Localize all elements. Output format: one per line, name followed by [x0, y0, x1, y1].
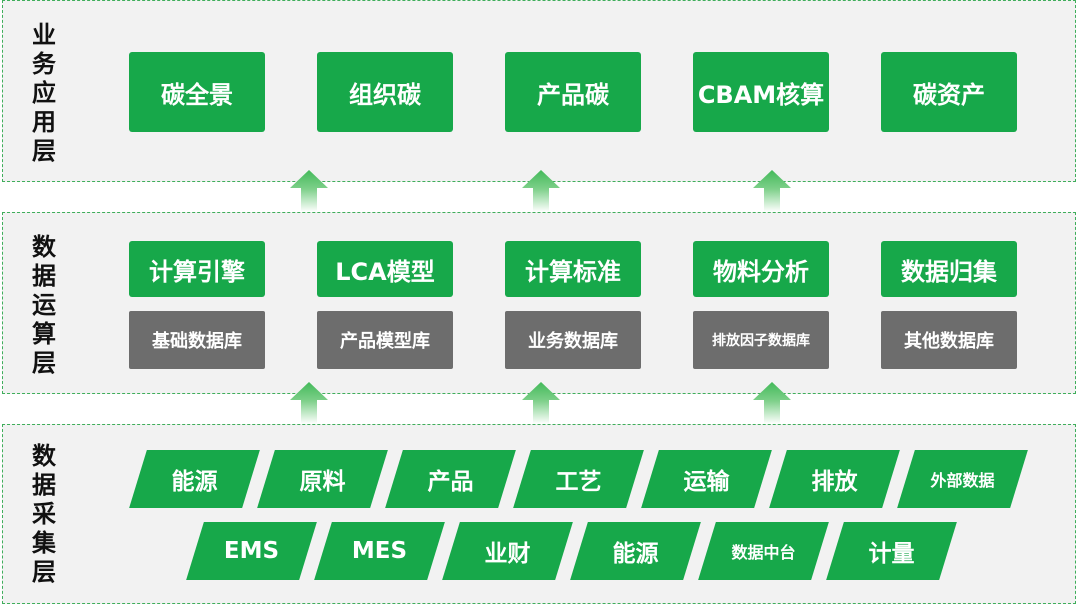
- layer-title-char: 采: [32, 500, 56, 528]
- db-box-business-database: 业务数据库: [505, 311, 641, 369]
- source-tag-emission: 排放: [769, 450, 900, 508]
- source-tag-label: 产品: [427, 469, 474, 495]
- source-tag-transport: 运输: [641, 450, 772, 508]
- app-box-carbon-overview: 碳全景: [129, 52, 265, 132]
- engine-box-data-aggregation: 数据归集: [881, 241, 1017, 297]
- system-tag-mes: MES: [314, 522, 445, 580]
- layer-title-char: 数: [32, 233, 56, 261]
- source-tag-label: 工艺: [555, 469, 602, 495]
- system-tag-energy: 能源: [570, 522, 701, 580]
- layer-title-char: 据: [32, 262, 56, 290]
- up-arrow-icon: [522, 170, 560, 212]
- source-tag-energy: 能源: [129, 450, 260, 508]
- source-tag-label: 能源: [171, 469, 218, 495]
- computation-layer: 数 据 运 算 层 计算引擎 LCA模型 计算标准 物料分析 数据归集 基础数据…: [2, 212, 1076, 394]
- layer-title-char: 应: [32, 79, 56, 107]
- layer-title-char: 算: [32, 320, 56, 348]
- app-box-organization-carbon: 组织碳: [317, 52, 453, 132]
- system-tag-label: 计量: [868, 541, 915, 567]
- system-tag-business-finance: 业财: [442, 522, 573, 580]
- layer-title-char: 用: [32, 108, 56, 136]
- computation-layer-title: 数 据 运 算 层: [29, 233, 59, 378]
- source-tag-process: 工艺: [513, 450, 644, 508]
- app-box-product-carbon: 产品碳: [505, 52, 641, 132]
- source-tag-external-data: 外部数据: [897, 450, 1028, 508]
- db-box-basic-database: 基础数据库: [129, 311, 265, 369]
- system-tag-metering: 计量: [826, 522, 957, 580]
- engine-box-calculation-engine: 计算引擎: [129, 241, 265, 297]
- source-tag-raw-material: 原料: [257, 450, 388, 508]
- source-tag-product: 产品: [385, 450, 516, 508]
- up-arrow-icon: [290, 170, 328, 212]
- up-arrow-icon: [290, 382, 328, 424]
- engine-box-material-analysis: 物料分析: [693, 241, 829, 297]
- system-tag-label: EMS: [223, 538, 280, 564]
- source-tag-label: 运输: [683, 469, 730, 495]
- layer-title-char: 集: [32, 529, 56, 557]
- system-tag-label: 业财: [484, 541, 531, 567]
- source-tag-label: 排放: [811, 469, 858, 495]
- layer-title-char: 层: [32, 137, 56, 165]
- layer-title-char: 据: [32, 471, 56, 499]
- layer-title-char: 务: [32, 50, 56, 78]
- layer-title-char: 业: [32, 21, 56, 49]
- collection-layer: 数 据 采 集 层 能源 原料 产品 工艺 运输 排放 外部数据 EMS MES…: [2, 424, 1076, 604]
- db-box-emission-factor-database: 排放因子数据库: [693, 311, 829, 369]
- application-layer-title: 业 务 应 用 层: [29, 21, 59, 166]
- layer-title-char: 层: [32, 349, 56, 377]
- source-tag-label: 原料: [299, 469, 346, 495]
- system-tag-label: 能源: [612, 541, 659, 567]
- system-tag-label: MES: [351, 538, 408, 564]
- up-arrow-icon: [522, 382, 560, 424]
- collection-layer-title: 数 据 采 集 层: [29, 442, 59, 587]
- app-box-cbam-accounting: CBAM核算: [693, 52, 829, 132]
- up-arrow-icon: [753, 382, 791, 424]
- system-tag-ems: EMS: [186, 522, 317, 580]
- layer-title-char: 层: [32, 558, 56, 586]
- source-tag-label: 外部数据: [930, 471, 995, 490]
- layer-title-char: 运: [32, 291, 56, 319]
- layer-title-char: 数: [32, 442, 56, 470]
- application-layer: 业 务 应 用 层 碳全景 组织碳 产品碳 CBAM核算 碳资产: [2, 0, 1076, 182]
- engine-box-lca-model: LCA模型: [317, 241, 453, 297]
- db-box-product-model-library: 产品模型库: [317, 311, 453, 369]
- engine-box-calculation-standard: 计算标准: [505, 241, 641, 297]
- system-tag-label: 数据中台: [731, 543, 796, 562]
- db-box-other-database: 其他数据库: [881, 311, 1017, 369]
- up-arrow-icon: [753, 170, 791, 212]
- app-box-carbon-assets: 碳资产: [881, 52, 1017, 132]
- system-tag-data-middle-platform: 数据中台: [698, 522, 829, 580]
